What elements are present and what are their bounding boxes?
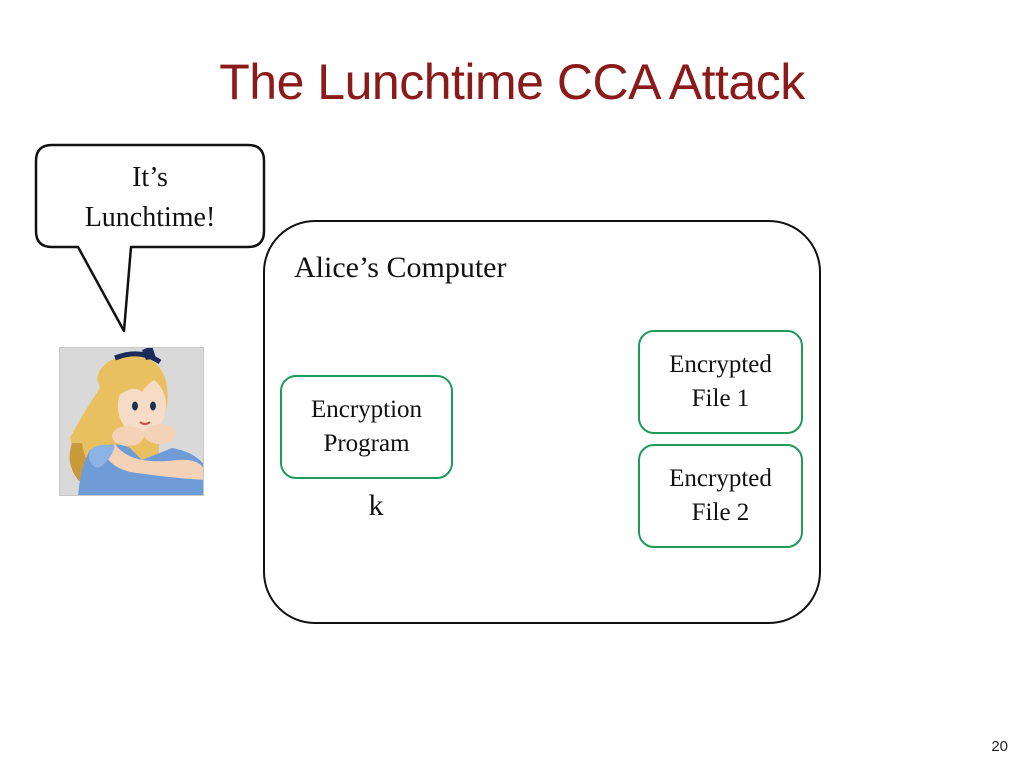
encryption-program-line1: Encryption [310,396,423,423]
encrypted-file-1-box: Encrypted File 1 [638,330,803,434]
speech-bubble-text: It’s Lunchtime! [36,158,264,238]
slide-title: The Lunchtime CCA Attack [219,54,805,110]
encrypted-file-1-line1: Encrypted [669,351,772,378]
encrypted-file-1-line2: File 1 [691,385,750,412]
alice-computer [263,220,821,624]
page-number: 20 [991,738,1008,755]
alice-icon [60,348,203,495]
key-label: k [368,489,384,522]
encrypted-file-2-box: Encrypted File 2 [638,444,803,548]
encrypted-file-2-line2: File 2 [691,499,750,526]
speech-bubble-line1: It’s [132,162,168,193]
encrypted-file-2-line1: Encrypted [669,465,772,492]
encryption-program-box: Encryption Program [280,375,453,479]
speech-bubble-line2: Lunchtime! [84,202,216,233]
alice-image [59,347,204,496]
encryption-program-line2: Program [323,430,410,457]
computer-label: Alice’s Computer [294,251,507,284]
